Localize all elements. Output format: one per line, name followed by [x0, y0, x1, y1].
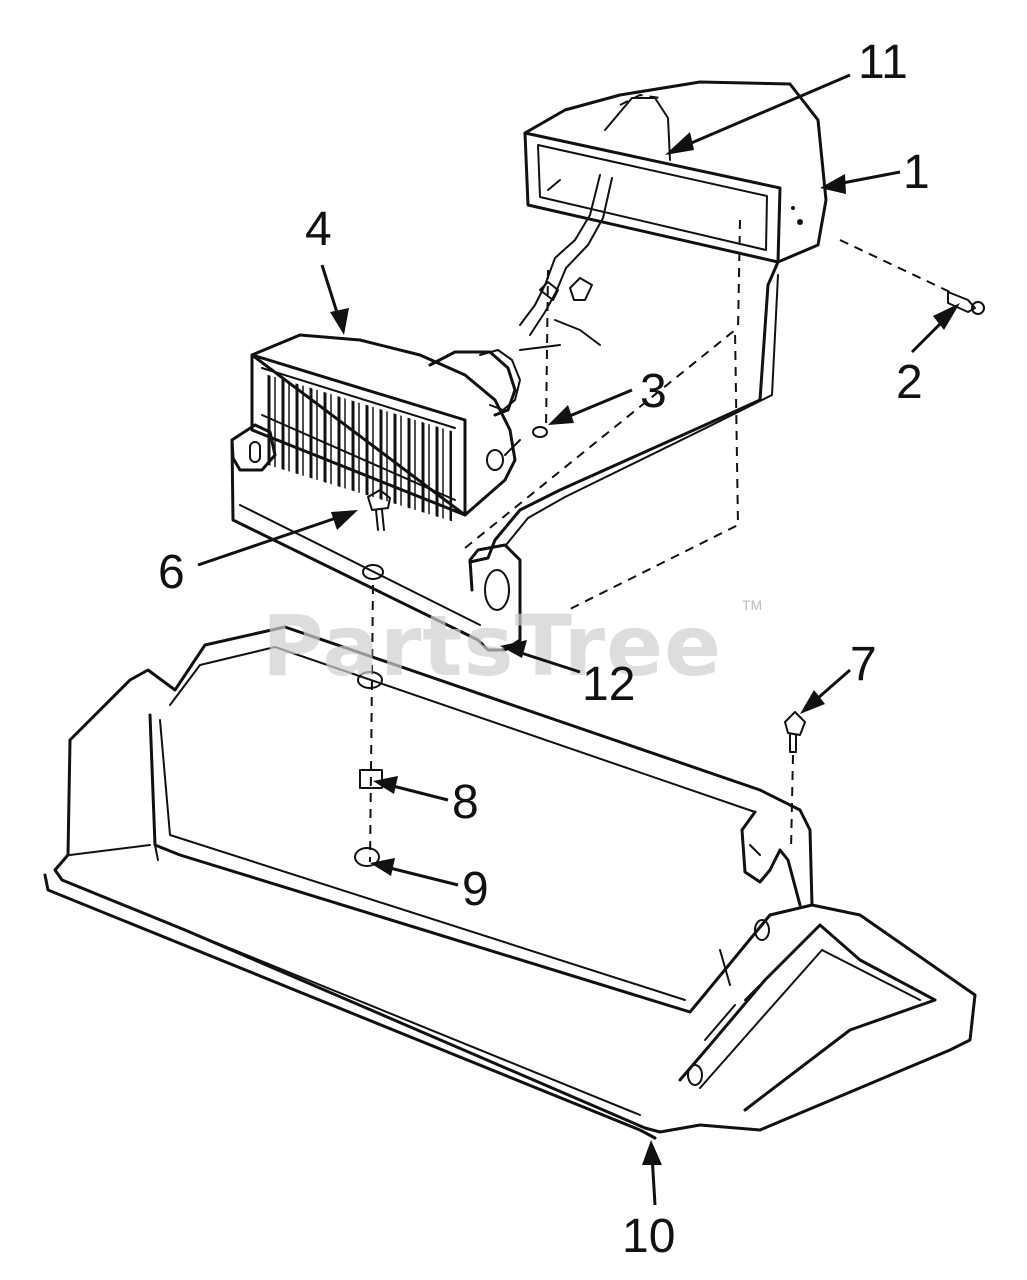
callout-2: 2 [896, 356, 923, 409]
callout-8: 8 [452, 776, 479, 829]
callout-11: 11 [858, 36, 908, 89]
mounting-bracket [230, 219, 779, 652]
screw-8-9 [354, 584, 383, 867]
callout-6: 6 [158, 546, 185, 599]
callout-3: 3 [640, 365, 667, 418]
screw-7 [784, 711, 806, 851]
screw-2 [839, 239, 985, 315]
watermark-trademark: TM [742, 597, 762, 613]
base-mount [43, 625, 977, 1140]
watermark-text: PartsTree [262, 597, 722, 695]
callout-7: 7 [850, 638, 877, 691]
callout-1: 1 [903, 146, 930, 199]
callout-4: 4 [305, 203, 332, 256]
screw-3 [532, 269, 549, 438]
callout-10: 10 [622, 1210, 675, 1263]
lamp-housing [523, 80, 828, 287]
callout-arrows [197, 73, 960, 1206]
screw-6 [367, 489, 391, 531]
callout-12: 12 [582, 658, 635, 711]
callout-9: 9 [462, 863, 489, 916]
wiring-harness [519, 174, 613, 351]
lamp-assembly [250, 333, 521, 522]
